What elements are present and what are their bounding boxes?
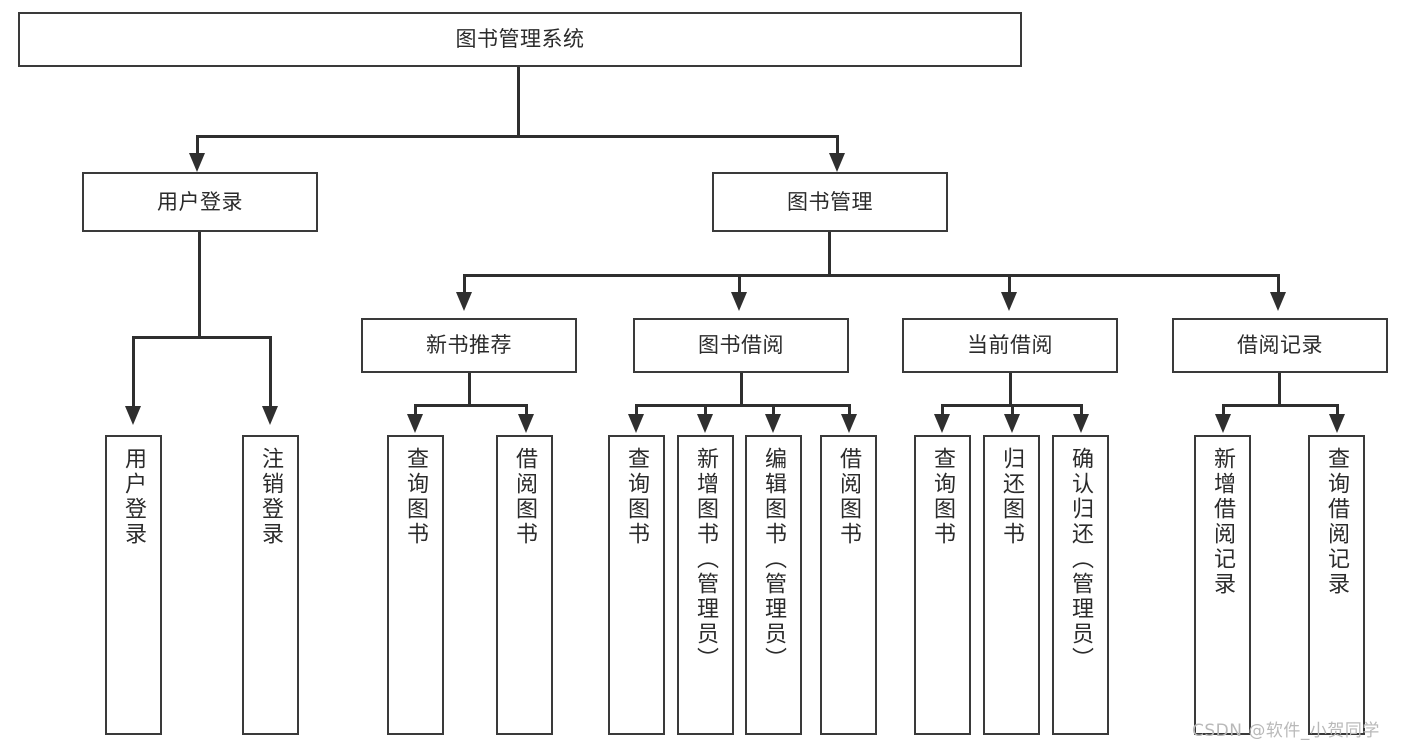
leaf-logout[interactable]: 注销登录: [242, 435, 299, 735]
leaf-query-borrow-record[interactable]: 查询借阅记录: [1308, 435, 1365, 735]
leaf-return-book[interactable]: 归还图书: [983, 435, 1040, 735]
arrow-to-book-borrow: [731, 292, 747, 311]
edge-book-borrow-stem: [740, 373, 743, 406]
arrow-to-user-login: [189, 153, 205, 172]
leaf-query-book-borrow[interactable]: 查询图书: [608, 435, 665, 735]
leaf-confirm-return-label: 确认归还（管理员）: [1068, 447, 1094, 672]
edge-root-stem: [517, 67, 520, 137]
leaf-query-borrow-record-label: 查询借阅记录: [1324, 447, 1350, 597]
edge-user-login-drop-2: [269, 336, 272, 412]
edge-user-login-drop-1: [132, 336, 135, 412]
arrow-to-leaf-borrow-book-2: [841, 414, 857, 433]
node-book-manage-label: 图书管理: [787, 189, 873, 214]
edge-user-login-bus: [132, 336, 272, 339]
leaf-return-book-label: 归还图书: [999, 447, 1025, 547]
edge-borrow-record-drop-1: [1222, 404, 1225, 418]
node-current-borrow-label: 当前借阅: [967, 333, 1053, 358]
node-new-book-recommend-label: 新书推荐: [426, 333, 512, 358]
edge-book-borrow-bus: [635, 404, 851, 407]
leaf-user-login[interactable]: 用户登录: [105, 435, 162, 735]
edge-current-borrow-drop-1: [941, 404, 944, 418]
edge-book-manage-bus: [463, 274, 1280, 277]
arrow-to-leaf-query-record: [1329, 414, 1345, 433]
arrow-to-leaf-logout: [262, 406, 278, 425]
arrow-to-leaf-query-book-3: [934, 414, 950, 433]
node-user-login[interactable]: 用户登录: [82, 172, 318, 232]
edge-level2-drop-1: [463, 274, 466, 298]
edge-root-drop-left: [196, 135, 199, 159]
edge-borrow-record-stem: [1278, 373, 1281, 406]
edge-borrow-record-drop-2: [1336, 404, 1339, 418]
arrow-to-leaf-user-login: [125, 406, 141, 425]
arrow-to-leaf-query-book-1: [407, 414, 423, 433]
edge-new-book-stem: [468, 373, 471, 406]
leaf-edit-book[interactable]: 编辑图书（管理员）: [745, 435, 802, 735]
edge-new-book-drop-1: [414, 404, 417, 418]
leaf-borrow-book-recommend-label: 借阅图书: [512, 447, 538, 547]
node-new-book-recommend[interactable]: 新书推荐: [361, 318, 577, 373]
leaf-add-book[interactable]: 新增图书（管理员）: [677, 435, 734, 735]
node-user-login-label: 用户登录: [157, 189, 243, 214]
node-root-label: 图书管理系统: [455, 27, 585, 52]
edge-book-borrow-drop-1: [635, 404, 638, 418]
arrow-to-leaf-edit-book: [765, 414, 781, 433]
arrow-to-leaf-add-book: [697, 414, 713, 433]
leaf-user-login-label: 用户登录: [121, 447, 147, 547]
leaf-query-book-current[interactable]: 查询图书: [914, 435, 971, 735]
leaf-borrow-book-label: 借阅图书: [836, 447, 862, 547]
leaf-confirm-return[interactable]: 确认归还（管理员）: [1052, 435, 1109, 735]
leaf-add-borrow-record-label: 新增借阅记录: [1210, 447, 1236, 597]
arrow-to-leaf-confirm-return: [1073, 414, 1089, 433]
arrow-to-new-book-recommend: [456, 292, 472, 311]
node-borrow-record-label: 借阅记录: [1237, 333, 1323, 358]
leaf-query-book-current-label: 查询图书: [930, 447, 956, 547]
edge-current-borrow-drop-3: [1080, 404, 1083, 418]
leaf-edit-book-label: 编辑图书（管理员）: [761, 447, 787, 672]
leaf-query-book-borrow-label: 查询图书: [624, 447, 650, 547]
edge-current-borrow-drop-2: [1011, 404, 1014, 418]
arrow-to-current-borrow: [1001, 292, 1017, 311]
node-book-borrow[interactable]: 图书借阅: [633, 318, 849, 373]
leaf-query-book-recommend-label: 查询图书: [403, 447, 429, 547]
edge-level2-drop-4: [1277, 274, 1280, 298]
leaf-logout-label: 注销登录: [258, 447, 284, 547]
edge-level2-drop-2: [738, 274, 741, 298]
node-current-borrow[interactable]: 当前借阅: [902, 318, 1118, 373]
leaf-query-book-recommend[interactable]: 查询图书: [387, 435, 444, 735]
edge-current-borrow-stem: [1009, 373, 1012, 406]
edge-book-borrow-drop-4: [848, 404, 851, 418]
arrow-to-borrow-record: [1270, 292, 1286, 311]
edge-borrow-record-bus: [1222, 404, 1339, 407]
edge-book-borrow-drop-3: [772, 404, 775, 418]
edge-root-drop-right: [836, 135, 839, 159]
leaf-add-book-label: 新增图书（管理员）: [693, 447, 719, 672]
edge-user-login-stem: [198, 232, 201, 338]
arrow-to-leaf-query-book-2: [628, 414, 644, 433]
arrow-to-leaf-add-record: [1215, 414, 1231, 433]
arrow-to-book-manage: [829, 153, 845, 172]
leaf-borrow-book[interactable]: 借阅图书: [820, 435, 877, 735]
edge-root-bus: [196, 135, 839, 138]
node-book-manage[interactable]: 图书管理: [712, 172, 948, 232]
csdn-watermark: CSDN @软件_小贺同学: [1192, 721, 1380, 741]
leaf-add-borrow-record[interactable]: 新增借阅记录: [1194, 435, 1251, 735]
edge-level2-drop-3: [1008, 274, 1011, 298]
node-root[interactable]: 图书管理系统: [18, 12, 1022, 67]
leaf-borrow-book-recommend[interactable]: 借阅图书: [496, 435, 553, 735]
edge-book-borrow-drop-2: [704, 404, 707, 418]
edge-new-book-drop-2: [525, 404, 528, 418]
node-borrow-record[interactable]: 借阅记录: [1172, 318, 1388, 373]
arrow-to-leaf-borrow-book-1: [518, 414, 534, 433]
edge-new-book-bus: [414, 404, 528, 407]
arrow-to-leaf-return-book: [1004, 414, 1020, 433]
node-book-borrow-label: 图书借阅: [698, 333, 784, 358]
edge-book-manage-stem: [828, 232, 831, 276]
